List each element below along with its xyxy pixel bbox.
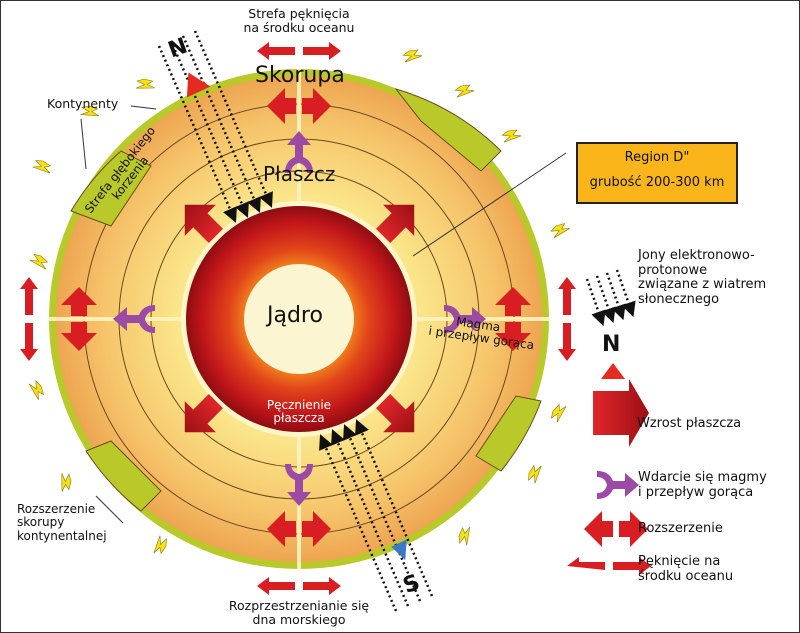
lightning-icon: [550, 222, 570, 239]
core-inner: [244, 264, 354, 374]
label-line: Pęcznienie: [266, 398, 332, 412]
label-line: Rozprzestrzenianie się: [228, 598, 370, 613]
legend-magma-label: Wdarcie się magmy i przepływ gorąca: [638, 470, 767, 500]
label-line: Strefa pęknięcia: [248, 6, 350, 21]
legend-mantle-growth-icon: [593, 379, 649, 447]
lightning-icon: [528, 464, 542, 484]
legend-rift-icon: [567, 557, 651, 575]
continental-expansion-label: Rozszerzenie skorupy kontynentalnej: [17, 502, 107, 543]
crust-label: Skorupa: [255, 63, 345, 88]
lightning-icon: [550, 403, 567, 423]
continental-expansion-pointer: [95, 495, 124, 524]
solar-wind-line: [193, 30, 273, 208]
label-line: na środku oceanu: [243, 20, 355, 35]
ocean-rift-label: Strefa pęknięcia na środku oceanu: [229, 7, 369, 35]
expansion-arrow-top: [267, 88, 331, 124]
mantle-label: Płaszcz: [263, 162, 336, 186]
region-d-line2: grubość 200-300 km: [589, 175, 725, 190]
label-line: słonecznego: [638, 291, 720, 307]
region-d-pointer: [412, 152, 567, 257]
label-line: protonowe: [638, 262, 708, 278]
lightning-icon: [501, 129, 522, 143]
magma-arrow-top: [285, 131, 313, 173]
label-line: Rozszerzenie: [17, 502, 96, 516]
mantle-swelling-label: Pęcznienie płaszcza: [249, 398, 349, 426]
solar-wind-line: [169, 40, 249, 218]
lightning-icon: [32, 160, 52, 174]
label-line: Wdarcie się magmy: [638, 470, 767, 485]
legend-mantle-growth-label: Wzrost płaszcza: [637, 416, 742, 431]
label-line: kontynentalnej: [17, 528, 107, 543]
south-marker-icon: [391, 539, 407, 561]
label-line: Pęknięcie na: [638, 554, 721, 569]
rift-arrows-top: [257, 42, 341, 60]
lightning-icon: [80, 105, 100, 117]
label-line: płaszcza: [273, 411, 325, 426]
solar-wind-line: [181, 35, 261, 213]
legend-solar-wind-label: Jony elektronowo- protonowe związane z w…: [638, 248, 767, 307]
lightning-icon: [458, 526, 471, 546]
label-line: Jony elektronowo-: [638, 248, 755, 263]
mantle-growth-arrow-nw: [184, 204, 223, 243]
legend-solar-wind-icon: [585, 278, 606, 327]
lightning-icon: [402, 49, 423, 63]
label-line: skorupy: [17, 515, 65, 530]
lightning-icon: [153, 535, 167, 555]
solar-wind-line: [331, 429, 410, 607]
expansion-arrow-bottom: [267, 511, 331, 547]
label-line: związane z wiatrem: [638, 277, 767, 293]
legend-solar-wind-icon: [615, 269, 636, 318]
north-marker-icon: [186, 72, 211, 98]
rift-arrows-left: [20, 277, 38, 361]
legend-north-label: N: [602, 332, 621, 357]
label-line: środku oceanu: [638, 568, 734, 584]
label-line: dna morskiego: [252, 612, 346, 627]
legend-expansion-icon: [584, 511, 648, 547]
label-line: i przepływ gorąca: [638, 484, 754, 500]
legend-magma-icon: [597, 471, 639, 499]
continent: [394, 88, 502, 172]
continents-pointer: [130, 105, 157, 110]
lightning-icon: [28, 380, 45, 400]
core-label: Jądro: [267, 303, 323, 328]
solar-wind-line: [343, 424, 422, 602]
solar-wind-line: [157, 45, 237, 223]
legend-north-icon: [601, 363, 625, 379]
legend-rift-label: Pęknięcie na środku oceanu: [638, 554, 734, 584]
legend-solar-wind-icon: [605, 272, 626, 321]
solar-wind-line: [355, 419, 434, 597]
rift-arrows-bottom: [257, 577, 341, 595]
legend-solar-wind-icon: [595, 275, 616, 324]
magma-arrow-right: [444, 305, 486, 333]
region-d-box: [576, 142, 738, 204]
region-d-line1: Region D": [624, 150, 690, 165]
magma-arrow-bottom: [285, 464, 313, 506]
mantle-growth-arrow-se: [376, 394, 415, 433]
lightning-icon: [29, 253, 49, 270]
expansion-arrow-left: [61, 287, 97, 351]
lightning-icon: [136, 78, 155, 89]
mantle-growth-arrow-sw: [184, 394, 223, 433]
continent: [70, 150, 152, 227]
lightning-icon: [61, 473, 72, 492]
solar-wind-line: [319, 434, 398, 612]
seafloor-spreading-label: Rozprzestrzenianie się dna morskiego: [209, 599, 389, 627]
continents-label: Kontynenty: [47, 96, 119, 111]
continents-pointer: [80, 118, 87, 170]
magma-arrow-left: [113, 305, 155, 333]
legend-expansion-label: Rozszerzenie: [638, 521, 723, 536]
rift-arrows-right: [558, 277, 576, 361]
expansion-arrow-right: [495, 287, 531, 351]
continent: [85, 440, 162, 512]
lightning-icon: [454, 84, 475, 98]
continent: [475, 395, 542, 472]
mantle-growth-arrow-ne: [376, 204, 415, 243]
